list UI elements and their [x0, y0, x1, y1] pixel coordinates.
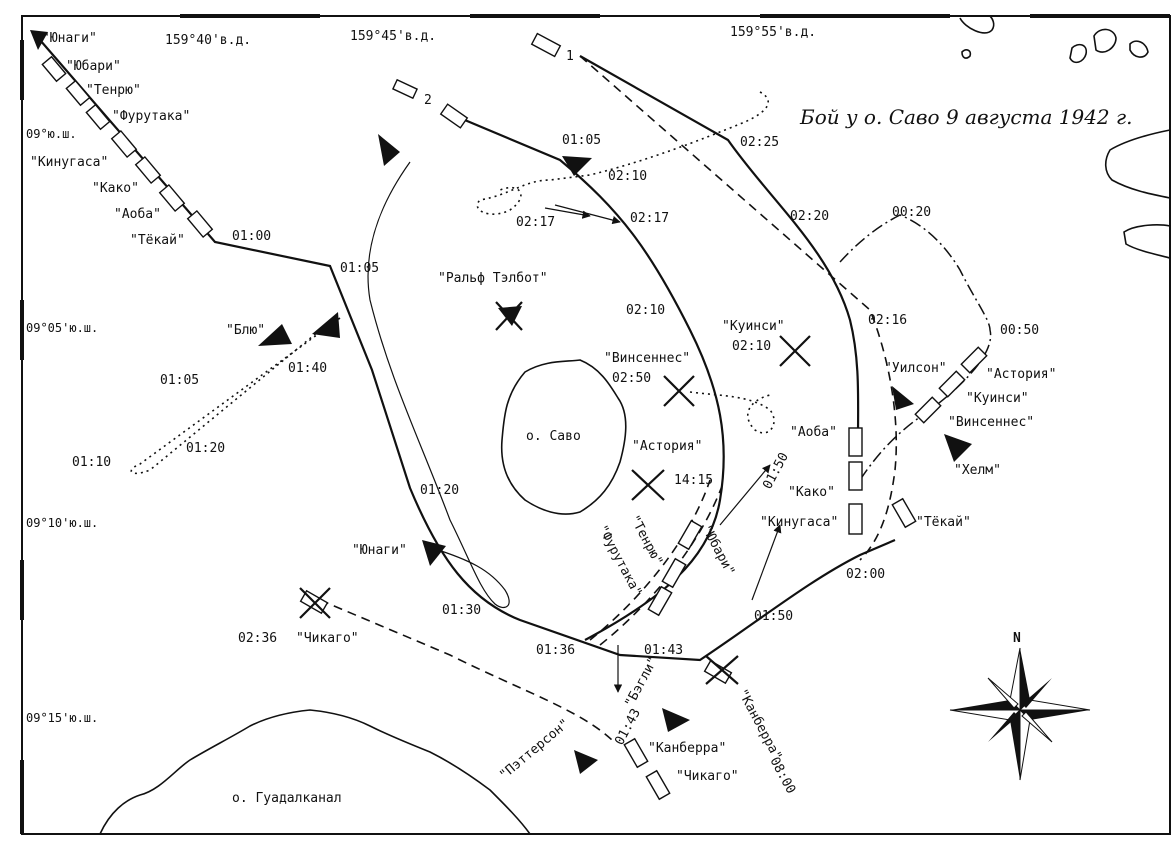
ship-label-astoria-sunk: "Астория"	[632, 439, 702, 454]
fire-arrows	[544, 204, 782, 693]
ship-label-chokai-end: "Тёкай"	[916, 515, 971, 530]
ship-label-kako-end: "Како"	[788, 485, 835, 500]
ship-label-bagley: "Бэгли"	[622, 654, 661, 709]
time-label: 08:00	[766, 755, 798, 797]
compass-north-label: N	[1013, 631, 1021, 646]
time-label: 01:50	[754, 609, 793, 624]
ship-label-vincennes-sunk: "Винсеннес"	[604, 351, 690, 366]
japanese-main-track	[39, 39, 896, 662]
time-label: 02:10	[608, 169, 647, 184]
ship-label-chokai: "Тёкай"	[130, 233, 185, 248]
time-label: 01:36	[536, 643, 575, 658]
time-label: 02:17	[516, 215, 555, 230]
chicago-track	[319, 599, 613, 741]
ralph-talbot-track	[476, 91, 769, 215]
time-label: 01:40	[288, 361, 327, 376]
ship-label-astoria: "Астория"	[986, 367, 1056, 382]
yunagi-track	[367, 161, 510, 609]
guadalcanal-coast	[99, 709, 531, 835]
ship-label-blue: "Блю"	[226, 323, 265, 338]
ship-label-yunagi-end: "Юнаги"	[352, 543, 407, 558]
time-label: 02:16	[868, 313, 907, 328]
japanese-group-2-lead	[391, 78, 419, 100]
ship-label-yubari: "Юбари"	[66, 59, 121, 74]
allied-northern-track	[579, 55, 898, 561]
latitude-label: 09°ю.ш.	[26, 127, 77, 141]
time-label: 01:05	[160, 373, 199, 388]
ship-label-yunagi: "Юнаги"	[42, 31, 97, 46]
ship-label-tenryu-end: "Тенрю"	[626, 513, 665, 568]
time-label: 01:43	[644, 643, 683, 658]
latitude-label: 09°15'ю.ш.	[26, 711, 98, 725]
longitude-label: 159°45'в.д.	[350, 29, 436, 44]
time-label: 14:15	[674, 473, 713, 488]
japanese-group-2-track	[459, 116, 725, 641]
ship-label-canberra: "Канберра"	[648, 741, 726, 756]
border-scale	[20, 14, 1170, 834]
ship-label-patterson: "Пэттерсон"	[497, 716, 573, 783]
time-label: 01:00	[232, 229, 271, 244]
time-label: 02:36	[238, 631, 277, 646]
longitude-label: 159°55'в.д.	[730, 25, 816, 40]
time-label: 02:20	[790, 209, 829, 224]
group-number-2: 2	[424, 93, 432, 108]
map-title: Бой у о. Саво 9 августа 1942 г.	[799, 105, 1132, 129]
group-number-1: 1	[566, 49, 574, 64]
time-label: 01:30	[442, 603, 481, 618]
time-label: 01:10	[72, 455, 111, 470]
time-label: 02:50	[612, 371, 651, 386]
ship-label-kinugasa: "Кинугаса"	[30, 155, 108, 170]
time-marks: 01:00 01:05 01:05 01:05 01:40 01:20 01:1…	[72, 133, 1039, 796]
longitude-label: 159°40'в.д.	[165, 33, 251, 48]
japanese-ships-engaged	[647, 427, 917, 617]
ship-label-yubari-end: "Юбари"	[698, 523, 737, 578]
ship-label-kako: "Како"	[92, 181, 139, 196]
blue-patrol-track	[130, 317, 341, 475]
sunk-markers	[299, 301, 811, 685]
japanese-group-1-lead	[530, 32, 562, 58]
savo-island	[500, 359, 627, 515]
savo-island-label: о. Саво	[526, 429, 581, 444]
time-label: 00:20	[892, 205, 931, 220]
ship-label-tenryu: "Тенрю"	[86, 83, 141, 98]
time-label: 02:10	[626, 303, 665, 318]
time-label: 01:43	[612, 706, 644, 748]
ship-label-ralph-talbot: "Ральф Тэлбот"	[438, 271, 548, 286]
ship-label-aoba-end: "Аоба"	[790, 425, 837, 440]
northern-islets	[959, 15, 1171, 260]
ship-label-chicago-top: "Чикаго"	[296, 631, 359, 646]
time-label: 01:20	[186, 441, 225, 456]
guadalcanal-label: о. Гуадалканал	[232, 791, 342, 806]
ship-label-quincy: "Куинси"	[966, 391, 1029, 406]
time-label: 02:00	[846, 567, 885, 582]
time-label: 01:05	[340, 261, 379, 276]
ship-label-furutaka: "Фурутака"	[112, 109, 190, 124]
ship-label-quincy-sunk: "Куинси"	[722, 319, 785, 334]
time-label: 02:17	[630, 211, 669, 226]
latitude-label: 09°05'ю.ш.	[26, 321, 98, 335]
ship-label-canberra-sunk: "Канберра"	[734, 687, 784, 763]
japanese-group-2-ship	[439, 103, 469, 129]
time-label: 02:25	[740, 135, 779, 150]
allied-northern-ships	[914, 346, 988, 424]
compass-rose	[949, 647, 1091, 781]
ship-label-kinugasa-end: "Кинугаса"	[760, 515, 838, 530]
japanese-column-ships	[30, 30, 214, 239]
northern-cruiser-track	[689, 391, 775, 434]
time-label: 01:05	[562, 133, 601, 148]
japanese-group-1-track	[579, 55, 860, 441]
ship-label-vincennes: "Винсеннес"	[948, 415, 1034, 430]
ship-label-aoba: "Аоба"	[114, 207, 161, 222]
time-label: 01:20	[420, 483, 459, 498]
northern-group-track	[839, 214, 992, 481]
ship-label-helm: "Хелм"	[954, 463, 1001, 478]
time-label: 00:50	[1000, 323, 1039, 338]
destroyer-markers	[258, 134, 972, 774]
ship-label-chicago-bottom: "Чикаго"	[676, 769, 739, 784]
time-label: 02:10	[732, 339, 771, 354]
ship-label-wilson: "Уилсон"	[884, 361, 947, 376]
latitude-label: 09°10'ю.ш.	[26, 516, 98, 530]
